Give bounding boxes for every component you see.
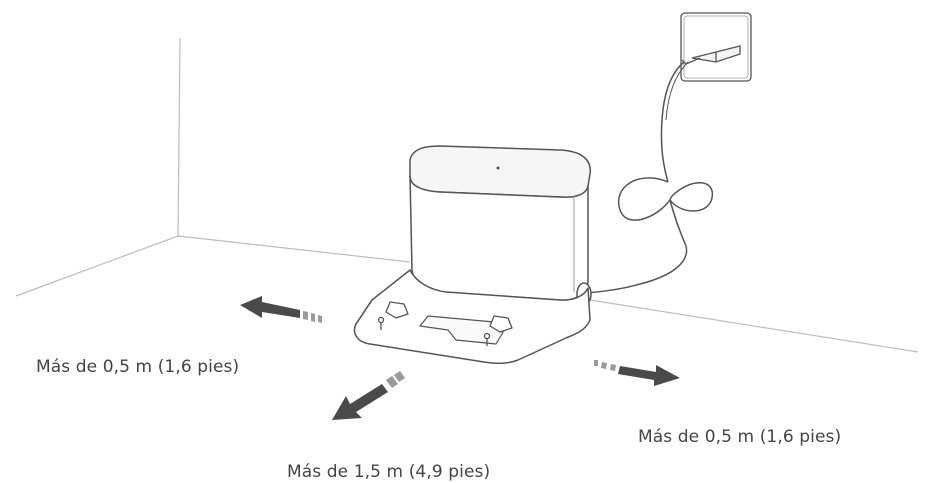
clearance-label-front: Más de 1,5 m (4,9 pies) <box>287 462 491 482</box>
wall-outlet-icon <box>680 12 752 82</box>
dock-top <box>409 145 591 198</box>
clearance-label-right: Más de 0,5 m (1,6 pies) <box>638 427 842 447</box>
arrow-front-clearance <box>332 371 405 420</box>
power-cord <box>585 61 714 294</box>
floor-line-right <box>589 299 919 353</box>
wall-corner-line <box>177 37 181 237</box>
dock-base <box>353 269 591 365</box>
arrow-right-clearance <box>594 360 680 386</box>
floor-line-back <box>177 235 411 263</box>
room-outline <box>15 37 919 353</box>
floor-line-left <box>15 235 179 297</box>
charging-dock <box>353 145 592 365</box>
dock-indicator-icon <box>496 166 500 170</box>
arrow-left-clearance <box>240 296 322 323</box>
clearance-label-left: Más de 0,5 m (1,6 pies) <box>36 357 240 377</box>
charging-contacts <box>377 301 513 346</box>
